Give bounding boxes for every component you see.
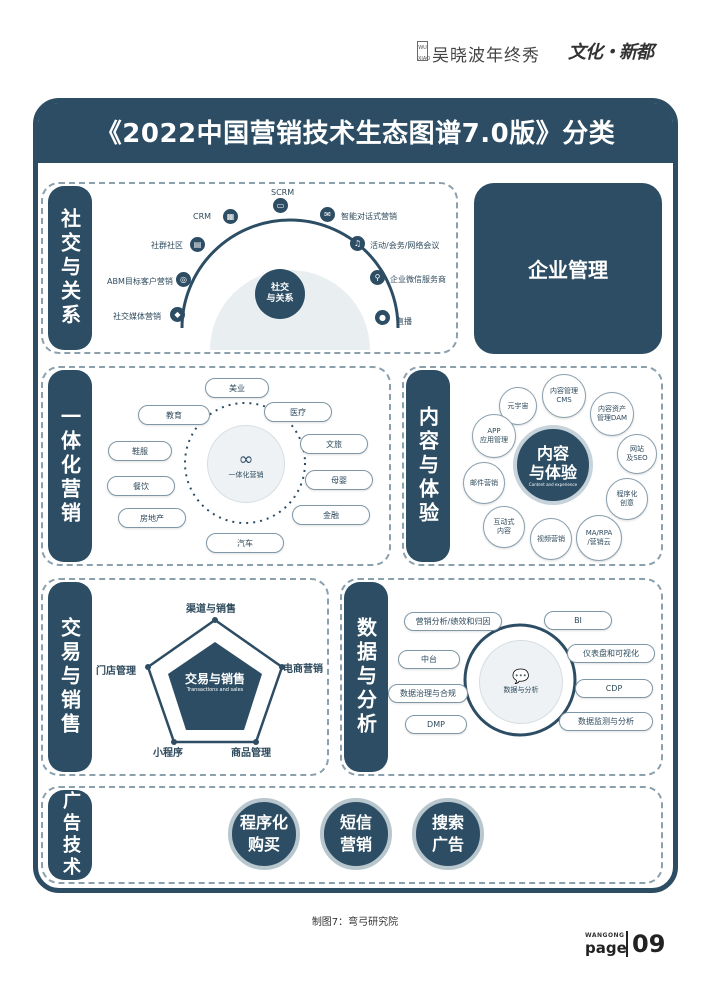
data-item[interactable]: DMP	[405, 715, 467, 734]
social-item-media[interactable]: 社交媒体营销	[113, 312, 161, 321]
section-social	[41, 182, 458, 354]
trade-item[interactable]: 商品管理	[231, 748, 271, 759]
integrated-item[interactable]: 鞋服	[108, 441, 172, 461]
tab-trade[interactable]: 交易与销售	[48, 582, 92, 772]
crm-icon: ▦	[223, 209, 238, 224]
section-trade	[41, 578, 329, 776]
section-integrated	[41, 366, 391, 566]
trade-item[interactable]: 门店管理	[96, 666, 136, 677]
data-item[interactable]: CDP	[575, 679, 653, 698]
integrated-item[interactable]: 母婴	[305, 470, 373, 490]
integrated-item[interactable]: 教育	[138, 405, 210, 425]
chat-bubble-icon: 💬	[512, 669, 530, 685]
tab-ads[interactable]: 广告技术	[48, 790, 92, 880]
content-item[interactable]: APP 应用管理	[472, 414, 516, 458]
tab-data[interactable]: 数据与分析	[344, 582, 388, 772]
trade-item[interactable]: 渠道与销售	[186, 604, 236, 615]
content-item[interactable]: 网站 及SEO	[617, 434, 657, 474]
ad-item-programmatic[interactable]: 程序化 购买	[228, 798, 300, 870]
trade-center-en: Transactions and sales	[186, 687, 244, 693]
social-item-abm[interactable]: ABM目标客户营销	[107, 277, 173, 286]
trade-center-cn: 交易与销售	[184, 672, 245, 686]
integrated-item[interactable]: 美业	[205, 378, 269, 398]
content-item[interactable]: 内容管理 CMS	[542, 374, 586, 418]
ad-item-search[interactable]: 搜索 广告	[412, 798, 484, 870]
trade-item[interactable]: 电商营销	[283, 664, 323, 675]
tab-integrated[interactable]: 一体化营销	[48, 370, 92, 562]
page-brand: WANGONG	[585, 932, 625, 939]
author-show-title: 吴晓波年终秀	[432, 46, 540, 66]
content-item[interactable]: MA/RPA /营销云	[576, 515, 622, 561]
section-content	[402, 366, 663, 566]
data-center: 💬 数据与分析	[479, 640, 563, 724]
trade-item[interactable]: 小程序	[153, 748, 183, 759]
live-icon: ●	[375, 310, 390, 325]
content-item[interactable]: 视频营销	[530, 518, 572, 560]
content-center: 内容 与体验 Content and experience	[513, 425, 593, 505]
brand-logo: 文化・新都	[568, 42, 654, 63]
tab-social[interactable]: 社交与关系	[48, 186, 92, 350]
data-ring	[463, 623, 577, 737]
target-icon: ◎	[176, 272, 191, 287]
content-item[interactable]: 内容资产 管理DAM	[590, 392, 634, 436]
social-item-community[interactable]: 社群社区	[151, 241, 183, 250]
integrated-item[interactable]: 医疗	[264, 402, 332, 422]
data-item[interactable]: BI	[544, 611, 612, 630]
content-item[interactable]: 程序化 创意	[606, 478, 648, 520]
section-data	[340, 578, 663, 776]
trade-pentagon	[145, 617, 285, 745]
page-number: 09	[626, 931, 665, 957]
content-center-cn: 内容 与体验	[528, 443, 577, 482]
integrated-item[interactable]: 房地产	[118, 508, 186, 528]
enterprise-management-box[interactable]: 企业管理	[474, 183, 662, 354]
social-center: 社交 与关系	[255, 269, 305, 319]
link-icon: ∞	[238, 448, 254, 470]
header-badge: WU XIAO	[417, 41, 430, 62]
integrated-center: ∞ 一体化营销	[207, 425, 285, 503]
content-item[interactable]: 互动式 内容	[483, 506, 525, 548]
data-item[interactable]: 营销分析/绩效和归因	[404, 612, 502, 631]
trade-center: 交易与销售 Transactions and sales	[168, 670, 262, 693]
integrated-center-label: 一体化营销	[228, 470, 264, 479]
integrated-item[interactable]: 文旅	[300, 434, 368, 454]
data-item[interactable]: 数据监测与分析	[559, 712, 653, 731]
social-item-scrm[interactable]: SCRM	[271, 188, 295, 197]
wecom-icon: ⚲	[370, 270, 385, 285]
page-word: page	[585, 939, 627, 957]
scrm-icon: ▭	[273, 198, 288, 213]
community-icon: ▤	[190, 237, 205, 252]
ad-item-sms[interactable]: 短信 营销	[320, 798, 392, 870]
data-center-label: 数据与分析	[503, 686, 539, 694]
integrated-ring	[184, 402, 306, 524]
diagram-title: 《2022中国营销技术生态图谱7.0版》分类	[38, 103, 673, 163]
social-item-live[interactable]: 直播	[396, 317, 412, 326]
section-ads	[41, 786, 663, 884]
chat-icon: ✉	[320, 207, 335, 222]
integrated-item[interactable]: 汽车	[206, 533, 284, 553]
social-item-crm[interactable]: CRM	[193, 212, 212, 221]
data-item[interactable]: 中台	[398, 650, 460, 669]
tab-content[interactable]: 内容与体验	[406, 370, 450, 562]
social-item-dialog[interactable]: 智能对话式营销	[341, 212, 397, 221]
data-item[interactable]: 仪表盘和可视化	[567, 644, 655, 663]
content-item[interactable]: 邮件营销	[463, 462, 505, 504]
social-item-event[interactable]: 活动/会务/网络会议	[370, 241, 440, 250]
social-item-wecom[interactable]: 企业微信服务商	[390, 275, 446, 284]
data-item[interactable]: 数据治理与合规	[388, 684, 468, 703]
social-media-icon: ◆	[170, 307, 185, 322]
figure-caption: 制图7：弯弓研究院	[311, 917, 399, 928]
integrated-item[interactable]: 餐饮	[107, 476, 175, 496]
event-icon: ♫	[350, 236, 365, 251]
content-center-en: Content and experience	[528, 481, 578, 487]
integrated-item[interactable]: 金融	[292, 505, 370, 525]
